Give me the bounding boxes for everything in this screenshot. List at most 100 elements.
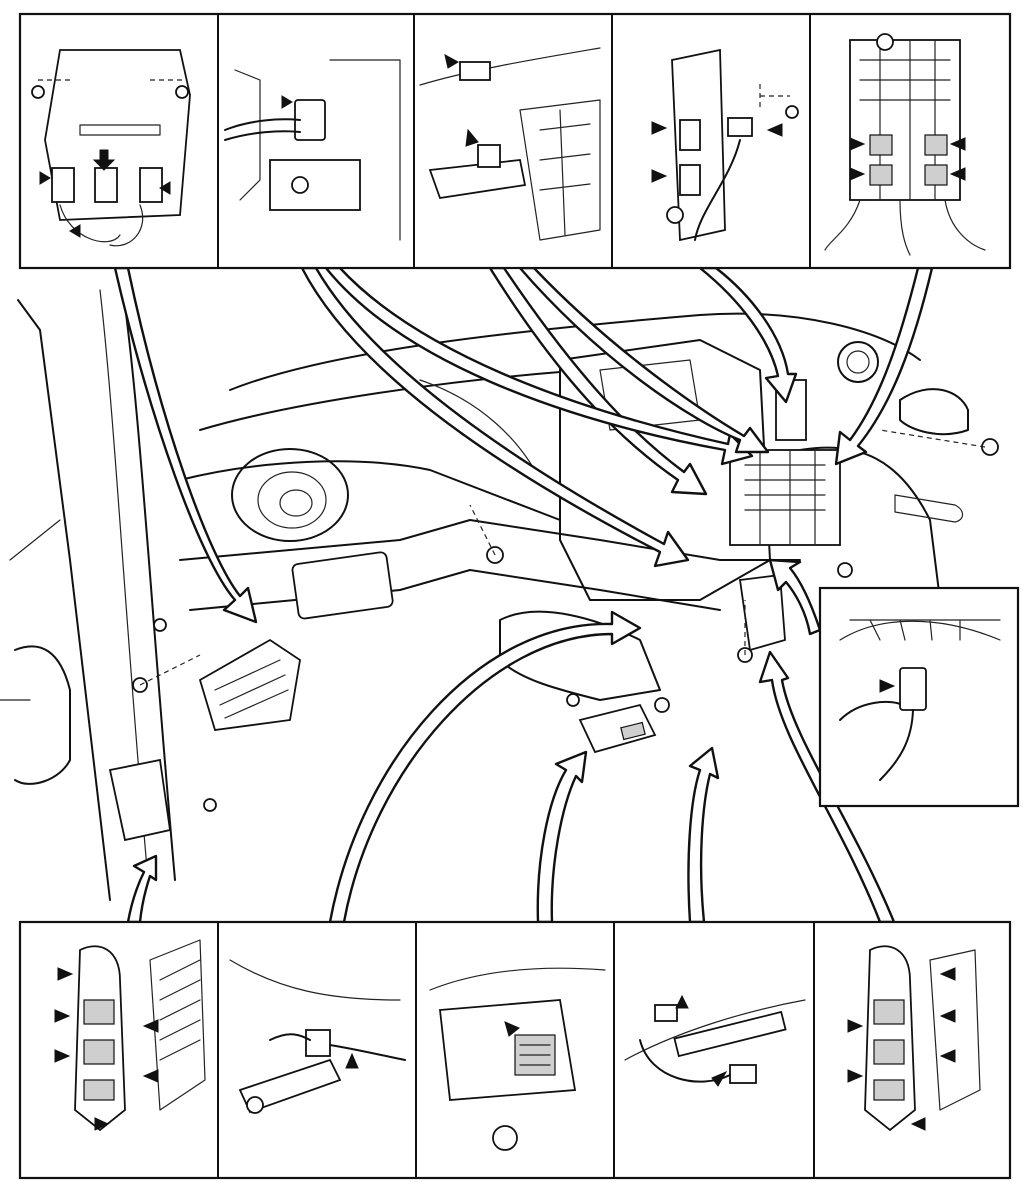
connector-c: [869, 164, 893, 186]
pointer-arrow-icon: [69, 224, 81, 238]
door-opening-line: [17, 299, 111, 901]
fastener-group: [132, 429, 999, 812]
pointer-arrow-icon: [949, 137, 966, 151]
callout-arrow-top-4a: [518, 266, 770, 454]
top-panel-row: [18, 12, 1012, 270]
reinforcement-beam-top: [179, 519, 801, 561]
panel-top-4: [651, 48, 799, 242]
pointer-arrow-icon: [94, 1117, 110, 1131]
left-vent-outer: [231, 448, 349, 542]
pointer-arrow-icon: [39, 171, 51, 185]
upper-panel-edge: [229, 959, 401, 1001]
upper-harness-line: [419, 47, 601, 86]
harness-wires: [59, 204, 144, 247]
duct-grille: [539, 109, 591, 236]
pointer-arrow-icon: [675, 994, 689, 1009]
pointer-arrow-icon: [879, 679, 896, 693]
bracket-connector: [305, 1029, 331, 1057]
bracket-outline: [234, 69, 261, 201]
single-connector: [899, 667, 927, 711]
reinforcement-beam-bottom: [189, 569, 721, 611]
clip-icon: [566, 693, 580, 707]
callout-arrow-top-1: [113, 266, 258, 624]
right-door-handle: [899, 388, 969, 436]
bolt-icon: [175, 85, 189, 99]
pointer-arrow-icon: [54, 1009, 71, 1023]
connector-b: [83, 1039, 115, 1065]
pointer-arrow-icon: [847, 1069, 864, 1083]
floor-rod: [673, 1010, 787, 1058]
lower-connector: [477, 144, 501, 168]
pointer-arrow-icon: [444, 54, 460, 69]
dash-lower-line: [179, 460, 561, 521]
callout-arrow-top-3a: [488, 266, 708, 496]
callout-arrows: [113, 266, 934, 924]
connector-left: [51, 167, 75, 203]
pointer-arrow-icon: [142, 1069, 159, 1083]
pointer-arrow-icon: [651, 121, 668, 135]
pointer-arrow-icon: [159, 181, 171, 195]
pointer-arrow-icon: [711, 1070, 728, 1087]
pointer-arrow-icon: [651, 169, 668, 183]
connector-wire: [269, 1033, 406, 1061]
relay-wires: [824, 199, 986, 256]
clip-icon: [153, 618, 167, 632]
panel-bottom-4: [624, 994, 806, 1087]
callout-arrow-top-2: [300, 266, 690, 568]
center-stack-outline: [559, 339, 771, 601]
callout-arrow-right-1: [768, 558, 822, 636]
callout-arrow-top-3b: [324, 266, 754, 466]
connector-c: [83, 1079, 115, 1101]
bolt-icon: [291, 176, 309, 194]
pointer-arrow-icon: [465, 128, 479, 147]
pointer-arrow-icon: [939, 1009, 956, 1023]
center-lower-bracket: [499, 610, 661, 701]
callout-arrow-bottom-1: [126, 854, 158, 924]
dash-upper-line: [199, 371, 561, 431]
connector-c: [873, 1079, 905, 1101]
clip-icon: [203, 798, 217, 812]
ecu-pins: [519, 1044, 551, 1066]
left-junction-detail: [214, 659, 289, 719]
main-view: [0, 269, 999, 901]
pointer-arrow-icon: [849, 167, 866, 181]
callout-arrow-top-4b: [698, 266, 798, 404]
bolt-guide: [139, 654, 201, 686]
side-wire: [839, 700, 901, 721]
wire-bundle: [224, 130, 301, 141]
connector-d: [924, 164, 948, 186]
pointer-arrow-icon: [847, 1019, 864, 1033]
mount-plate: [269, 159, 361, 211]
connector-a: [873, 999, 905, 1025]
panel-top-1: [31, 49, 191, 247]
connector-b: [873, 1039, 905, 1065]
connector-a: [869, 134, 893, 156]
bolt-icon: [492, 1125, 518, 1151]
pointer-arrow-icon: [504, 1021, 520, 1037]
panel-edge-line: [329, 59, 401, 241]
panel-right-1: [818, 586, 1020, 808]
connector-a: [83, 999, 115, 1025]
panel-top-3: [419, 47, 601, 241]
mount-bolt-icon: [876, 33, 894, 51]
vent-slats: [159, 959, 201, 1061]
bolt-icon: [837, 562, 853, 578]
panel-top-5: [824, 33, 986, 256]
cluster-ribs: [849, 619, 1001, 641]
a-pillar-line: [119, 269, 176, 881]
relay-grid: [859, 39, 951, 201]
cluster-lower-edge: [839, 620, 1001, 641]
screw-icon: [785, 105, 799, 119]
connector-upper: [679, 119, 701, 151]
right-lower-bracket: [738, 573, 786, 652]
panel-bottom-3: [429, 967, 606, 1151]
console-edge: [624, 999, 806, 1061]
screw-guide: [759, 84, 790, 110]
pointer-arrow-icon: [57, 967, 74, 981]
pointer-arrow-icon: [949, 167, 966, 181]
pointer-arrow-icon: [281, 95, 293, 109]
pointer-arrow-icon: [54, 1049, 71, 1063]
pointer-arrow-icon: [939, 967, 956, 981]
callout-arrow-bottom-4: [687, 746, 720, 924]
